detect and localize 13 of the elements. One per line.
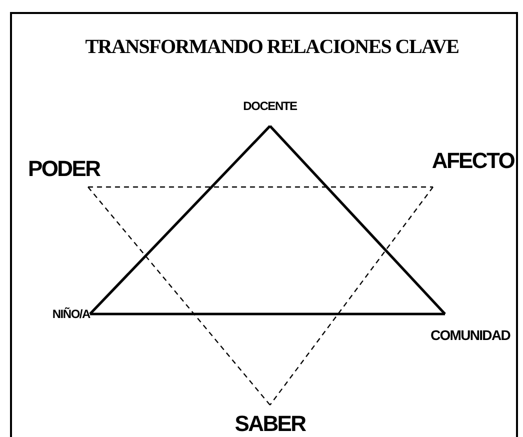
node-label: AFECTO (432, 150, 514, 172)
node-label: NIÑO/A (52, 308, 90, 320)
dashed-line (88, 186, 433, 188)
dashed-line (270, 186, 434, 406)
node-label: DOCENTE (243, 100, 297, 112)
title: TRANSFORMANDO RELACIONES CLAVE (84, 35, 460, 60)
node-label: SABER (234, 413, 306, 435)
line (90, 312, 445, 316)
line (269, 125, 446, 315)
node-label: COMUNIDAD (430, 328, 510, 342)
line (89, 125, 271, 315)
dashed-line (88, 186, 270, 406)
node-label: PODER (28, 158, 100, 180)
